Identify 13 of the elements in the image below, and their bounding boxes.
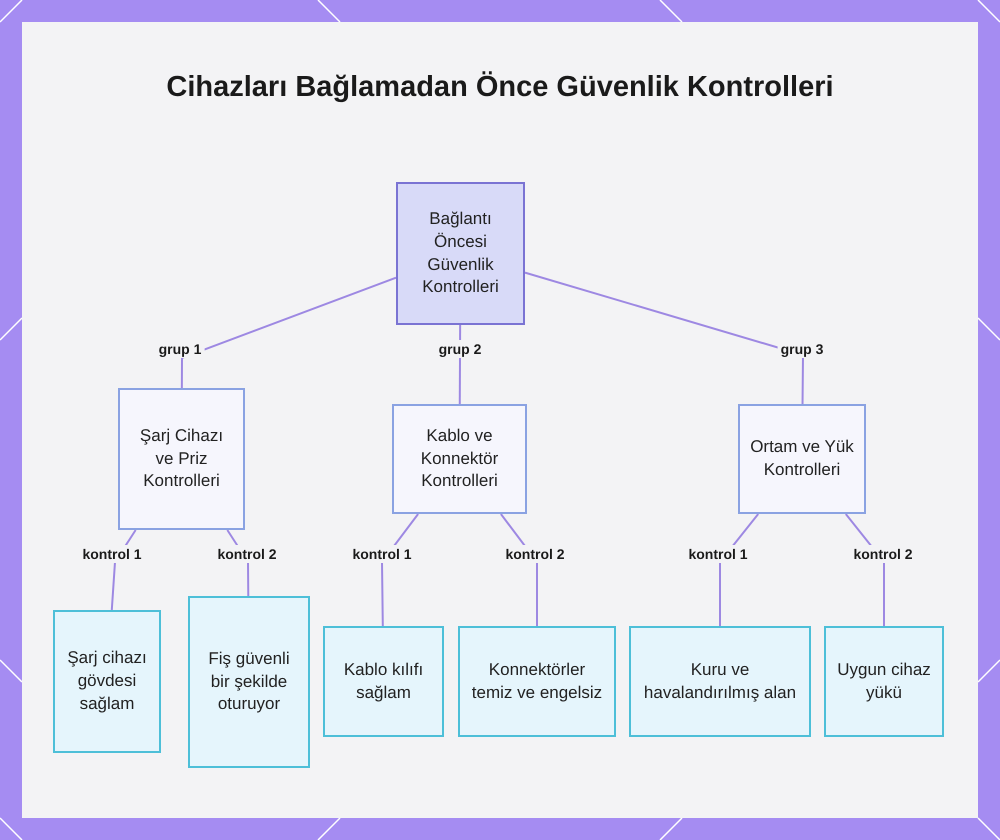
category-box: Kablo ve Konnektör Kontrolleri (392, 404, 527, 514)
check-box: Konnektörler temiz ve engelsiz (458, 626, 616, 737)
diagram-title: Cihazları Bağlamadan Önce Güvenlik Kontrolleri (165, 70, 835, 105)
check-box: Uygun cihaz yükü (824, 626, 944, 737)
check-box: Kablo kılıfı sağlam (323, 626, 444, 737)
check-box: Fiş güvenli bir şekilde oturuyor (188, 596, 310, 768)
check-box: Kuru ve havalandırılmış alan (629, 626, 811, 737)
root-node-box: Bağlantı Öncesi Güvenlik Kontrolleri (396, 182, 525, 325)
connector-line (180, 276, 396, 388)
category-box: Şarj Cihazı ve Priz Kontrolleri (118, 388, 245, 530)
check-box: Şarj cihazı gövdesi sağlam (53, 610, 161, 753)
connector-line (524, 272, 804, 404)
category-box: Ortam ve Yük Kontrolleri (738, 404, 866, 514)
